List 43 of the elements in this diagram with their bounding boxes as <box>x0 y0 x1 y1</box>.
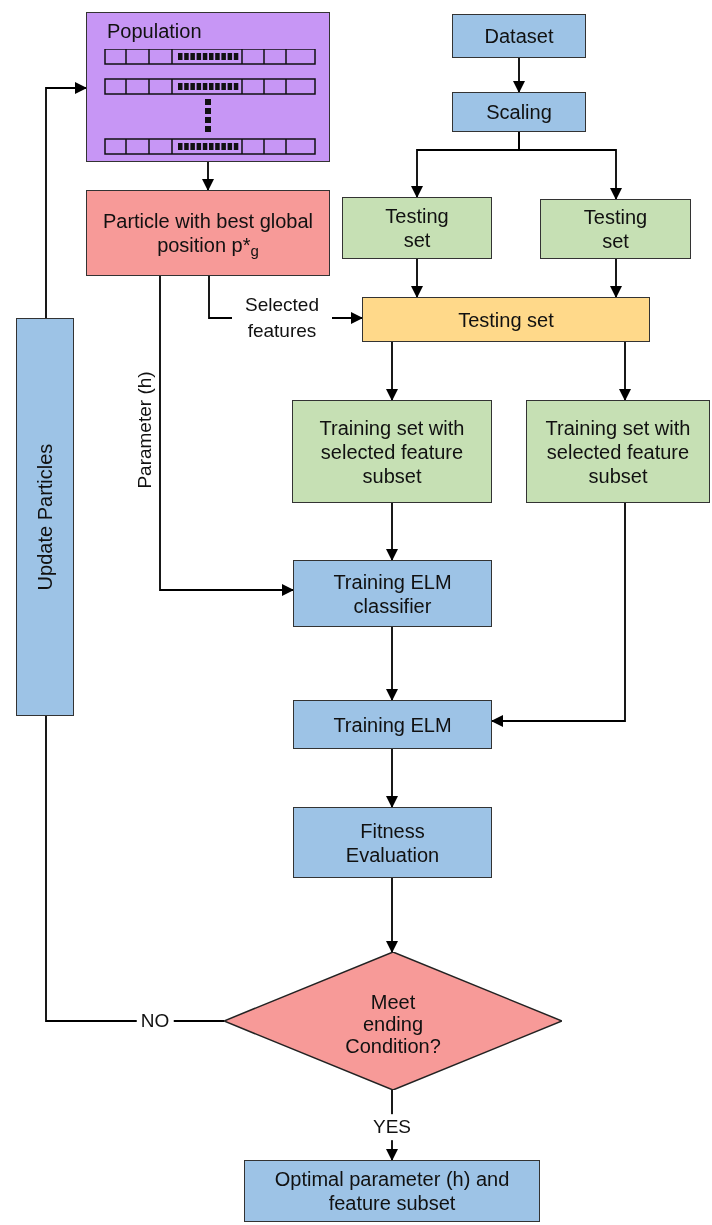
arrow <box>619 341 631 401</box>
process-bar <box>16 318 74 716</box>
node-text: Fitness Evaluation <box>344 818 441 867</box>
process-box <box>293 700 492 749</box>
process-box <box>292 400 492 503</box>
arrow <box>518 131 622 200</box>
process-box <box>540 199 691 259</box>
node-text: Dataset <box>484 24 554 48</box>
arrow <box>45 82 87 319</box>
arrow <box>386 502 398 561</box>
node-text: Scaling <box>486 100 552 124</box>
process-box <box>452 92 586 132</box>
arrow <box>610 258 622 298</box>
node-text: Training set with selected feature subset <box>318 415 466 488</box>
node-text: Training ELM classifier <box>332 569 453 618</box>
arrow <box>513 57 525 93</box>
process-box <box>244 1160 540 1222</box>
node-text: Training set with selected feature subset <box>544 415 692 488</box>
process-box <box>342 197 492 259</box>
node-text: Testing set <box>582 205 649 253</box>
arrow <box>386 877 398 953</box>
arrow <box>386 748 398 808</box>
node-text: Meet ending Condition? <box>344 991 442 1057</box>
process-box <box>293 560 492 627</box>
arrow <box>202 161 214 191</box>
population-box <box>86 12 330 162</box>
arrow <box>491 502 626 727</box>
node-text: Optimal parameter (h) and feature subset <box>273 1167 511 1215</box>
arrow <box>386 626 398 701</box>
node-text: Particle with best global position p*$_{g}$ <box>101 209 315 257</box>
node-text: Update Particles <box>33 443 57 591</box>
node-text: Testing set <box>458 307 554 332</box>
process-box <box>293 807 492 878</box>
arrow <box>159 275 294 596</box>
node-text: Testing set <box>384 204 450 252</box>
node-text: Population <box>107 19 202 43</box>
node-text: Training ELM <box>333 712 452 737</box>
arrow <box>386 341 398 401</box>
arrow <box>411 258 423 298</box>
process-box <box>526 400 710 503</box>
process-box <box>86 190 330 276</box>
process-box <box>362 297 650 342</box>
process-box <box>452 14 586 58</box>
